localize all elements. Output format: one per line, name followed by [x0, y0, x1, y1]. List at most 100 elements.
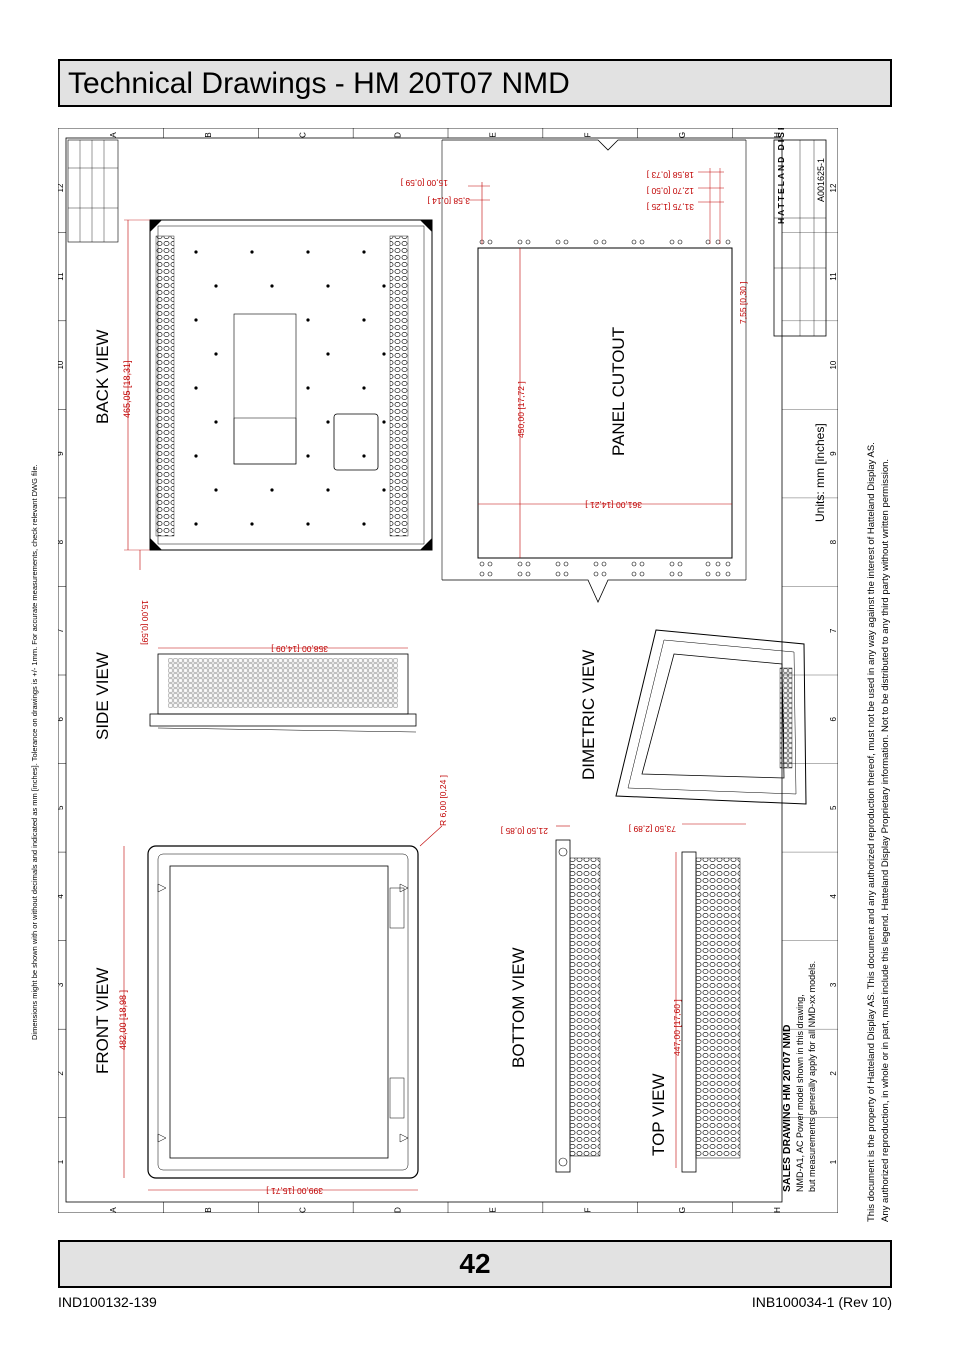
mount-hole-icon [479, 571, 485, 577]
zone-letter: B [204, 132, 213, 137]
screw-icon [326, 420, 330, 424]
mount-hole-icon [601, 571, 607, 577]
zone-number: 5 [58, 805, 65, 810]
screw-icon [326, 352, 330, 356]
zone-number: 2 [829, 1071, 838, 1076]
zone-number: 6 [829, 716, 838, 721]
side-width-label: 358,00 [14,09 ] [271, 644, 328, 654]
screw-icon [270, 284, 274, 288]
screw-icon [306, 522, 310, 526]
cutout-right-a-label: 18,58 [0,73 ] [647, 170, 694, 180]
zone-number: 9 [58, 451, 65, 456]
mount-hole-icon [487, 571, 493, 577]
mount-hole-icon [593, 571, 599, 577]
mount-hole-icon [631, 561, 637, 567]
front-width-label: 399,00 [15,71 ] [266, 1186, 323, 1196]
mount-hole-icon [725, 239, 731, 245]
zone-letter: G [678, 132, 687, 138]
front-dim-radius: R 6,00 [0,24 ] [419, 775, 448, 847]
back-height-label: 465,05 [18,31] [122, 360, 132, 418]
screw-icon [382, 352, 386, 356]
mount-hole-icon [705, 561, 711, 567]
legal-notice-line-1: This document is the property of Hattela… [866, 442, 877, 1222]
mount-hole-icon [487, 561, 493, 567]
mount-hole-icon [593, 239, 599, 245]
zone-number: 6 [58, 716, 65, 721]
side-dim-width: 358,00 [14,09 ] [158, 644, 408, 654]
zone-number: 9 [829, 451, 838, 456]
mount-hole-icon [639, 239, 645, 245]
mount-hole-icon [677, 239, 683, 245]
screw-icon [306, 318, 310, 322]
mount-hole-icon [525, 571, 531, 577]
screw-icon [362, 250, 366, 254]
cutout-top-b-label: 3,58 [0,14 ] [427, 196, 470, 206]
front-radius-label: R 6,00 [0,24 ] [438, 775, 448, 826]
front-dim-height: 482,00 [18,98 ] [118, 846, 128, 1178]
mount-hole-icon [705, 239, 711, 245]
panel-cutout-label: PANEL CUTOUT [609, 327, 628, 456]
sales-title: SALES DRAWING HM 20T07 NMD [781, 1024, 793, 1192]
screw-icon [382, 488, 386, 492]
zone-letter: C [299, 132, 308, 138]
doc-id-left: IND100132-139 [58, 1294, 157, 1310]
tolerance-note: Dimensions might be shown with or withou… [30, 464, 39, 1040]
mount-hole-icon [563, 571, 569, 577]
zone-letter: H [773, 1207, 782, 1213]
mount-hole-icon [487, 239, 493, 245]
mount-hole-icon [479, 561, 485, 567]
mount-hole-icon [715, 239, 721, 245]
back-view [149, 219, 433, 551]
screw-icon [306, 250, 310, 254]
front-view [147, 845, 419, 1179]
screw-icon [194, 250, 198, 254]
zone-number: 2 [58, 1071, 65, 1076]
mount-hole-icon [677, 561, 683, 567]
mount-hole-icon [639, 571, 645, 577]
zone-letter: D [394, 132, 403, 138]
back-dim-height: 465,05 [18,31] [122, 219, 150, 551]
bottom-view: 21,50 [0,85 ] [501, 825, 601, 1173]
sales-line-2: but measurements generally apply for all… [807, 961, 817, 1192]
screw-icon [362, 318, 366, 322]
zone-number: 11 [829, 272, 838, 281]
screw-icon [362, 454, 366, 458]
mount-hole-icon [563, 561, 569, 567]
zone-number: 8 [829, 539, 838, 544]
bottom-depth-label: 21,50 [0,85 ] [501, 826, 548, 836]
zone-letter: B [204, 1207, 213, 1212]
mount-hole-icon [705, 571, 711, 577]
screw-icon [250, 522, 254, 526]
zone-number: 10 [58, 360, 65, 369]
zone-number: 10 [829, 360, 838, 369]
screw-icon [214, 352, 218, 356]
zone-letter: G [678, 1207, 687, 1213]
page-number-bar: 42 [58, 1240, 892, 1288]
screw-icon [194, 386, 198, 390]
mount-hole-icon [517, 571, 523, 577]
mount-hole-icon [555, 571, 561, 577]
title-block: HATTELAND DISPLAY A001625-1 [773, 100, 827, 337]
mount-hole-icon [525, 239, 531, 245]
top-height-label: 447,00 [17,60 ] [672, 999, 682, 1056]
screw-icon [194, 454, 198, 458]
screw-icon [382, 420, 386, 424]
screw-icon [270, 488, 274, 492]
units-note: Units: mm [inches] [813, 423, 827, 522]
side-view-label: SIDE VIEW [93, 652, 112, 740]
mount-hole-icon [669, 239, 675, 245]
cutout-corner-label: 7,55 [0,30 ] [738, 281, 748, 324]
mount-hole-icon [517, 239, 523, 245]
back-view-label: BACK VIEW [93, 330, 112, 424]
mount-hole-icon [563, 239, 569, 245]
cutout-width-label: 361,00 [14,21 ] [585, 500, 642, 510]
screw-icon [214, 488, 218, 492]
cutout-top-a-label: 15,00 [0,59 ] [401, 178, 448, 188]
screw-icon [326, 284, 330, 288]
zone-number: 5 [829, 805, 838, 810]
drawing-number: A001625-1 [816, 158, 826, 202]
screw-icon [250, 250, 254, 254]
top-depth-label: 73,50 [2,89 ] [629, 824, 676, 834]
